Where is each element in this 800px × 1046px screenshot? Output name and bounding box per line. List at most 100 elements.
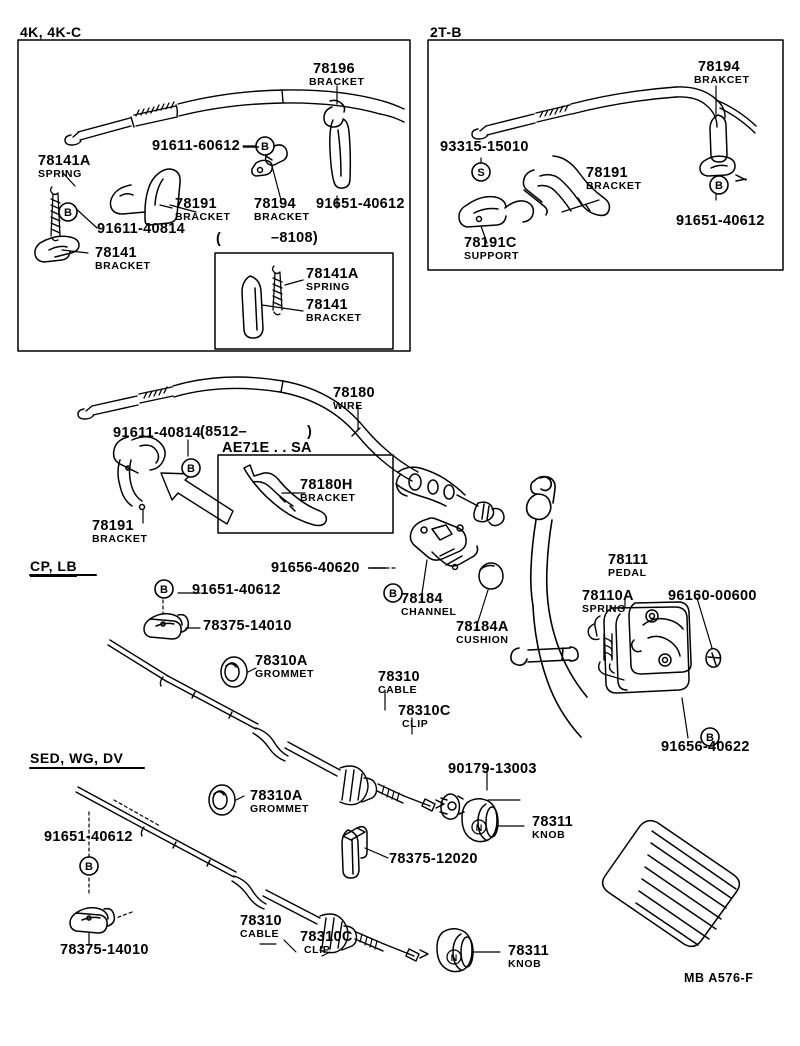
washer-90179 [439,793,465,820]
grommet-78310a-cp [220,656,248,688]
callout-78141-desc-inset: BRACKET [306,312,362,324]
inset-8108-art [241,265,283,339]
support-78191c [458,195,535,228]
callout-78194-part-2tb: 78194 [698,59,740,75]
callout-91611-40814-main: 91611-40814 [113,425,201,441]
callout-78111-desc: PEDAL [608,567,647,579]
leader-lines [61,85,717,957]
panel-title-2tb: 2T-B [430,24,462,40]
svg-text:N: N [451,953,458,963]
bracket-78191-main [112,436,166,511]
callout-78110a-part: 78110A [582,588,634,604]
callout-78110a-desc: SPRING [582,603,626,615]
callout-78310c-part-sed: 78310C [300,929,353,945]
svg-text:B: B [706,732,714,744]
callout-78311-desc-cp: KNOB [532,829,566,841]
clip-78375-14010-sed [69,906,116,934]
pedal-arm-78111 [510,475,588,738]
clip-96160 [705,647,722,668]
callout-78184a-part: 78184A [456,619,509,635]
spring-78141a [49,186,61,242]
svg-text:B: B [389,588,397,600]
arrow-to-inset [160,472,234,525]
callout-78141a-desc-inset: SPRING [306,281,350,293]
cable-2tb [471,86,757,140]
inset-box-8108 [214,252,394,350]
cable-sed [75,786,429,962]
callout-78194-part-4k: 78194 [254,196,296,212]
svg-text:B: B [715,180,723,192]
leader-91611-60612 [243,146,259,148]
callout-78310a-part-cp: 78310A [255,653,308,669]
panel-box-4k [17,39,411,352]
callout-78191-desc-2tb: BRACKET [586,180,642,192]
callout-78310-part-sed: 78310 [240,913,282,929]
callout-78191-part-2tb: 78191 [586,165,628,181]
callout-91611-40814-4k: 91611-40814 [97,221,185,237]
callout-78180h-part: 78180H [300,477,353,493]
bracket-78180h [243,464,328,527]
callout-78196-part: 78196 [313,61,355,77]
callout-78141-desc-4k: BRACKET [95,260,151,272]
callout-91611-60612: 91611-60612 [152,138,240,154]
bracket-78191-2tb [522,155,611,217]
callout-78191-desc-main: BRACKET [92,533,148,545]
svg-text:N: N [476,823,483,833]
callout-78141a-part-inset: 78141A [306,266,359,282]
svg-text:B: B [187,463,195,475]
marker-b [58,202,78,222]
callout-91656-40620: 91656-40620 [271,560,360,576]
callout-78141-part-inset: 78141 [306,297,348,313]
clip-78375-12020 [341,825,368,879]
callout-78375-12020: 78375-12020 [389,851,478,867]
callout-78310-desc-sed: CABLE [240,928,280,940]
panel-title-4k: 4K, 4K-C [20,24,82,40]
marker-b [181,458,201,478]
svg-text:B: B [85,861,93,873]
callout-78191-part-4k: 78191 [175,196,217,212]
leader-91656-40620 [368,567,386,569]
bracket-78196 [323,99,352,189]
svg-text:B: B [160,584,168,596]
callout-78310-part-cp: 78310 [378,669,420,685]
callout-78191c-part: 78191C [464,235,517,251]
inset-ae71e-caption-a: (8512– [200,424,247,440]
svg-text:B: B [261,141,269,153]
group-header-sed-wg-dv: SED, WG, DV [30,750,124,769]
callout-78180-desc: WIRE [333,400,363,412]
callout-91651-40612-4k: 91651-40612 [316,196,405,212]
marker-b [700,727,720,747]
callout-78184-part: 78184 [401,591,443,607]
bracket-78191-4k [109,168,181,226]
inset-ae71e-caption-c: AE71E . . SA [222,440,312,456]
callout-78311-part-cp: 78311 [532,814,574,830]
bracket-78141-4k [34,235,80,263]
callout-91651-40612-sed: 91651-40612 [44,829,133,845]
callout-78141-part-4k: 78141 [95,245,137,261]
linkage-assembly [395,466,505,527]
callout-78191c-desc: SUPPORT [464,250,519,262]
marker-b [79,856,99,876]
callout-78194-desc-4k: BRACKET [254,211,310,223]
callout-78180-part: 78180 [333,385,375,401]
inset-box-ae71e [217,454,394,534]
inset-8108-open-paren: ( [216,231,222,247]
callout-90179-13003: 90179-13003 [448,761,537,777]
knob-78311-cp [461,798,499,843]
callout-91651-40612-cp: 91651-40612 [192,582,281,598]
markers-group [58,136,729,965]
callout-96160-00600: 96160-00600 [668,588,757,604]
callout-78310a-desc-sed: GROMMET [250,803,310,815]
callout-78311-desc-sed: KNOB [508,958,542,970]
callout-78184-desc: CHANNEL [401,606,457,618]
callout-78184a-desc: CUSHION [456,634,509,646]
callout-91656-40622: 91656-40622 [661,739,750,755]
callout-78141a-desc: SPRING [38,168,82,180]
cable-4k [64,89,405,146]
callout-78141a-part: 78141A [38,153,91,169]
marker-b [709,175,729,195]
pedal-pad [601,819,741,948]
svg-text:B: B [64,207,72,219]
